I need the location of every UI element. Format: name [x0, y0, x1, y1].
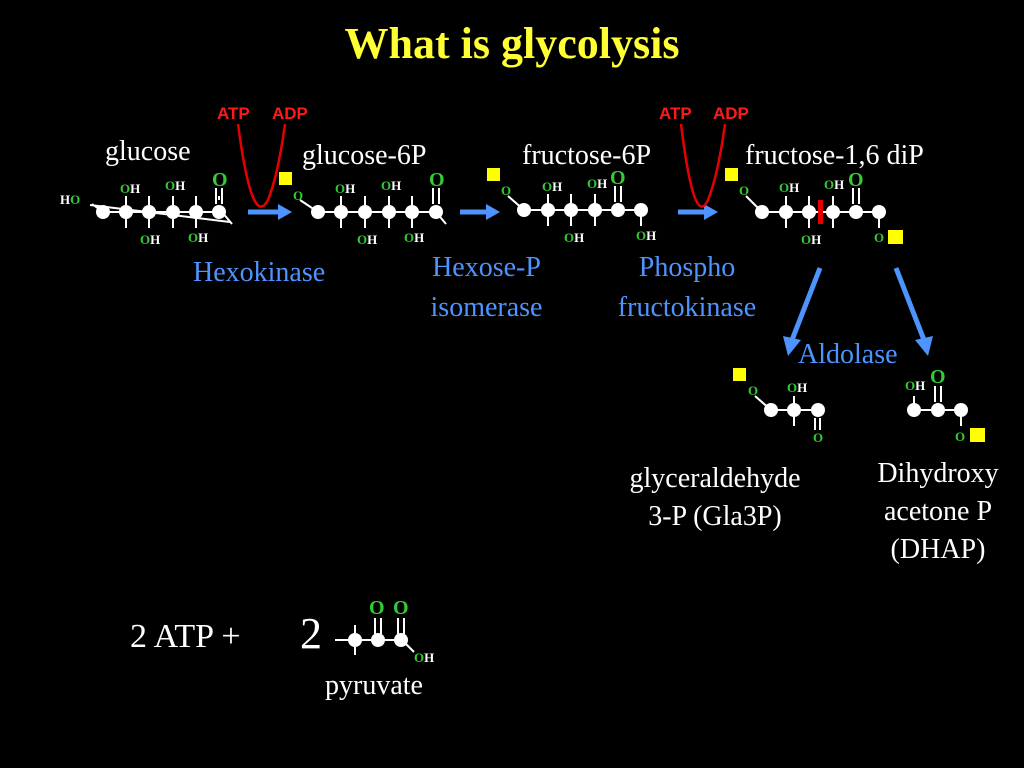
dhap-line3: (DHAP)	[890, 534, 986, 565]
dhap-label: Dihydroxy acetone P (DHAP)	[858, 455, 1018, 569]
cleavage-mark	[818, 200, 823, 224]
phosphate-square	[970, 428, 985, 442]
svg-text:OH: OH	[140, 232, 160, 247]
svg-text:O: O	[739, 183, 749, 198]
svg-text:OH: OH	[357, 232, 377, 247]
gla3p-line2: 3-P (Gla3P)	[648, 501, 782, 532]
pyruvate-count: 2	[300, 609, 322, 658]
fructose-16dip-structure: O OH OH OH O O	[725, 168, 903, 247]
adp-label-1: ADP	[272, 104, 308, 123]
svg-text:HO: HO	[60, 192, 80, 207]
svg-text:OH: OH	[787, 380, 807, 395]
svg-text:O: O	[212, 169, 228, 191]
fructose-16dip-label: fructose-1,6 diP	[745, 140, 924, 171]
atp-adp-curve-2	[679, 123, 727, 208]
atp-label-1: ATP	[217, 104, 250, 123]
svg-text:OH: OH	[381, 178, 401, 193]
svg-text:OH: OH	[188, 230, 208, 245]
svg-text:O: O	[501, 183, 511, 198]
pfk-line2: fructokinase	[617, 292, 757, 323]
svg-text:O: O	[874, 230, 884, 245]
aldolase-arrowhead-right	[915, 336, 933, 356]
svg-text:OH: OH	[587, 176, 607, 191]
dhap-structure: OH O O	[905, 366, 985, 444]
svg-text:OH: OH	[564, 230, 584, 245]
phosphate-square	[487, 168, 500, 181]
svg-text:OH: OH	[636, 228, 656, 243]
glucose-structure: HO OH OH OH OH O	[60, 169, 233, 247]
svg-text:O: O	[610, 167, 626, 189]
aldolase-label: Aldolase	[798, 339, 898, 370]
phosphate-square	[888, 230, 903, 244]
svg-text:OH: OH	[165, 178, 185, 193]
phosphate-square	[279, 172, 292, 185]
svg-text:OH: OH	[779, 180, 799, 195]
svg-text:O: O	[369, 597, 385, 619]
dhap-line2: acetone P	[883, 496, 993, 527]
aldolase-arrow-right	[893, 267, 927, 341]
dhap-line1: Dihydroxy	[877, 458, 999, 489]
phosphate-square	[725, 168, 738, 181]
pfk-label: Phospho fructokinase	[598, 248, 776, 328]
fructose-6p-structure: O OH OH OH OH O	[487, 167, 656, 245]
svg-text:OH: OH	[801, 232, 821, 247]
gla3p-structure: O OH O	[733, 368, 825, 445]
aldolase-arrow-left	[789, 267, 823, 341]
svg-text:OH: OH	[414, 650, 434, 665]
svg-text:OH: OH	[824, 177, 844, 192]
pfk-line1: Phospho	[638, 252, 736, 283]
isomerase-line1: Hexose-P	[432, 252, 541, 283]
svg-text:OH: OH	[335, 181, 355, 196]
gla3p-line1: glyceraldehyde	[629, 463, 801, 494]
svg-text:O: O	[848, 169, 864, 191]
aldolase-arrowhead-left	[783, 336, 801, 356]
svg-text:OH: OH	[120, 181, 140, 196]
reaction-arrowhead-1	[278, 204, 292, 220]
phosphate-square	[733, 368, 746, 381]
adp-label-2: ADP	[713, 104, 749, 123]
svg-text:OH: OH	[905, 378, 925, 393]
fructose-6p-label: fructose-6P	[522, 140, 652, 171]
svg-text:O: O	[748, 383, 758, 398]
svg-text:O: O	[813, 430, 823, 445]
page-title: What is glycolysis	[344, 19, 680, 68]
glucose-6p-structure: O OH OH OH OH O	[279, 169, 447, 247]
hexokinase-label: Hexokinase	[193, 257, 326, 288]
svg-text:O: O	[429, 169, 445, 191]
svg-text:O: O	[293, 188, 303, 203]
isomerase-line2: isomerase	[430, 292, 543, 323]
glucose-label: glucose	[105, 136, 191, 167]
gla3p-label: glyceraldehyde 3-P (Gla3P)	[600, 460, 830, 536]
isomerase-label: Hexose-P isomerase	[414, 248, 559, 328]
glucose-6p-label: glucose-6P	[302, 140, 427, 171]
atp-adp-curve-1	[236, 123, 287, 208]
pyruvate-structure: O O OH	[335, 597, 434, 665]
svg-text:O: O	[930, 366, 946, 388]
svg-text:O: O	[393, 597, 409, 619]
reaction-arrowhead-3	[704, 204, 718, 220]
pyruvate-label: pyruvate	[325, 670, 423, 701]
svg-text:O: O	[955, 429, 965, 444]
svg-text:OH: OH	[404, 230, 424, 245]
atp-label-2: ATP	[659, 104, 692, 123]
reaction-arrowhead-2	[486, 204, 500, 220]
atp-yield-text: 2 ATP +	[130, 618, 241, 655]
svg-text:OH: OH	[542, 179, 562, 194]
